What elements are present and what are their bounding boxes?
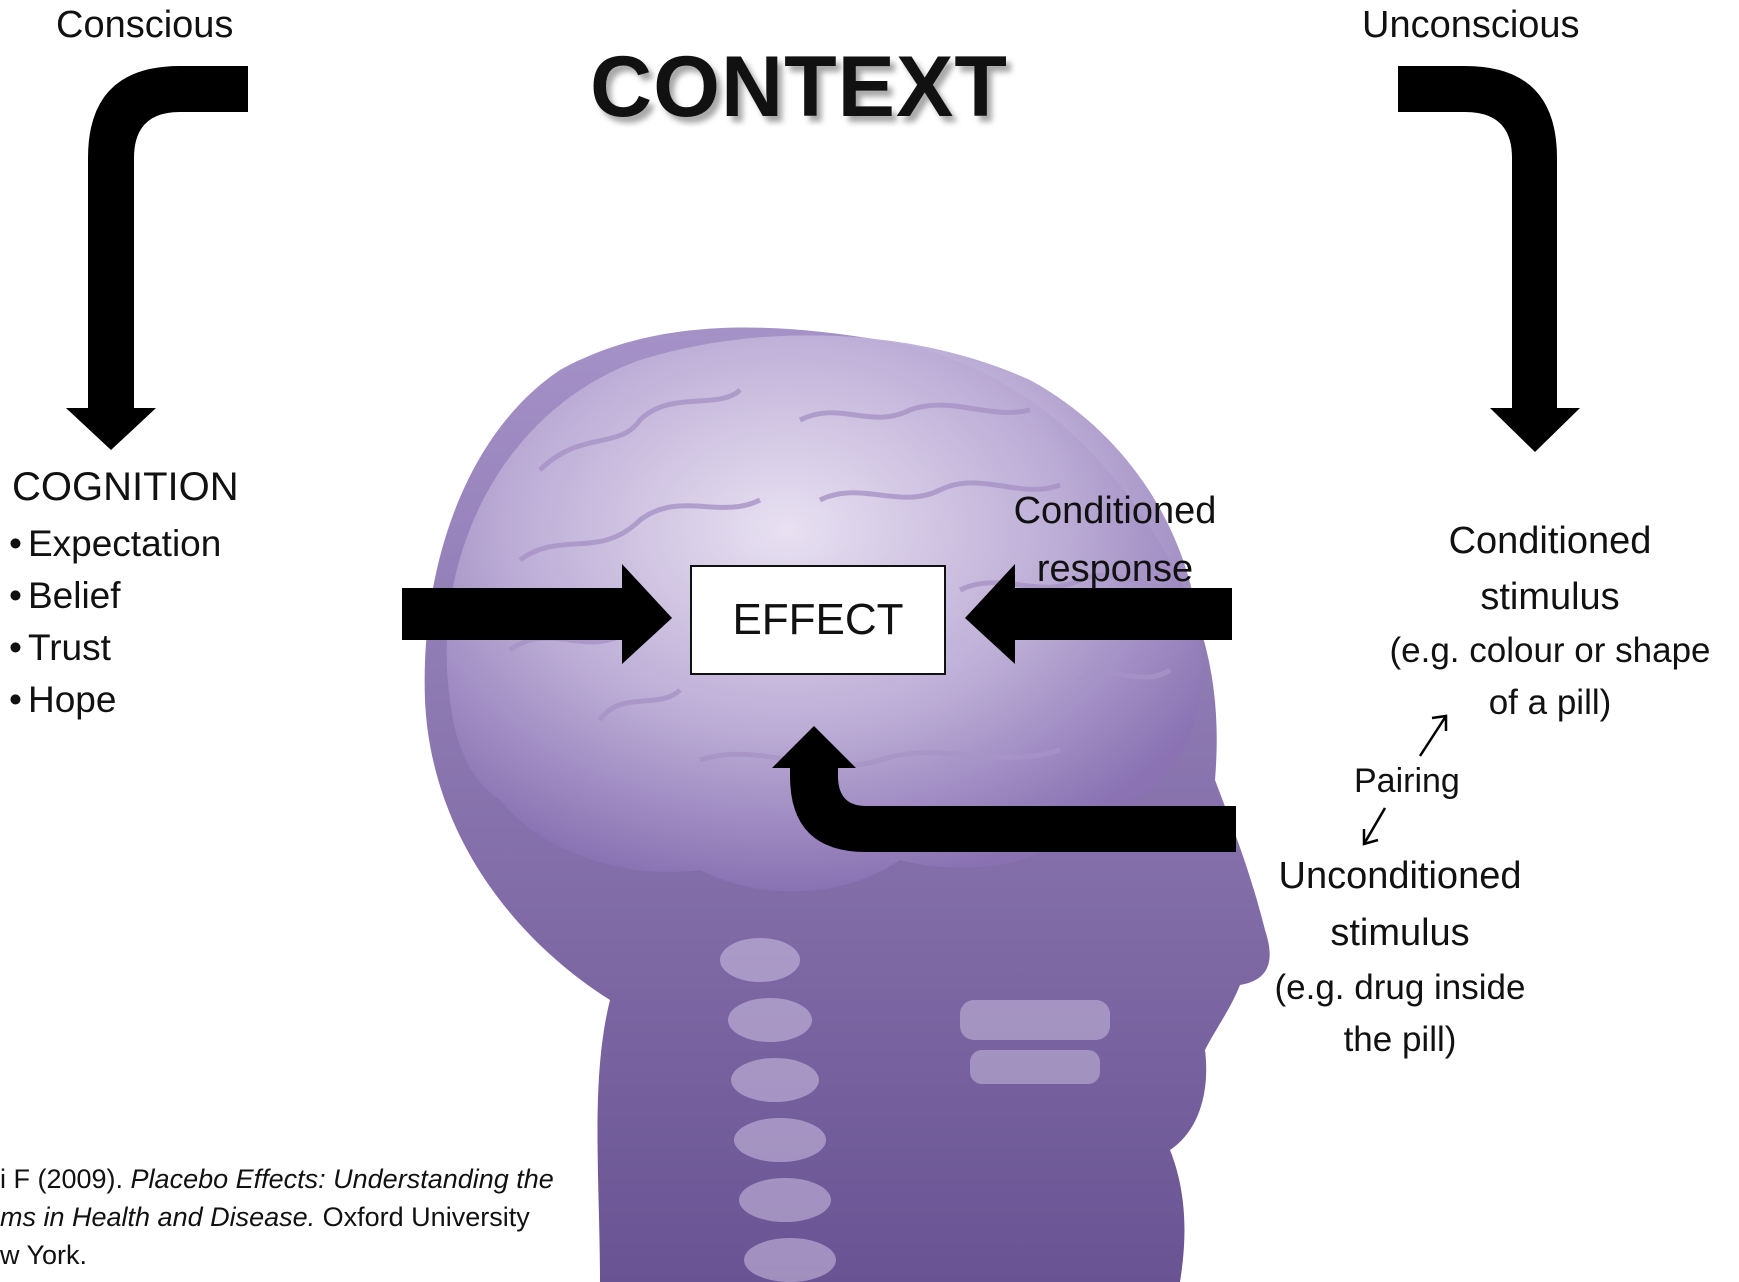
diagram-title: CONTEXT	[590, 39, 1008, 135]
list-item: Expectation	[9, 518, 239, 570]
conditioned-response-label: Conditioned response	[1013, 490, 1217, 590]
list-item: Hope	[9, 674, 239, 726]
conscious-down-arrow	[66, 66, 248, 450]
effect-label: EFFECT	[732, 595, 904, 644]
list-item: Trust	[9, 622, 239, 674]
reference-citation: i F (2009). Placebo Effects: Understandi…	[0, 1164, 554, 1270]
cognition-heading: COGNITION	[12, 465, 239, 509]
cognition-block: COGNITION Expectation Belief Trust Hope	[12, 465, 239, 726]
cognition-to-effect-arrow	[402, 564, 672, 664]
conditioned-stimulus-label: Conditioned stimulus (e.g. colour or sha…	[1389, 520, 1711, 722]
unconditioned-up-arrow	[772, 726, 1236, 852]
unconscious-label: Unconscious	[1362, 4, 1580, 46]
unconditioned-stimulus-label: Unconditioned stimulus (e.g. drug inside…	[1274, 855, 1526, 1059]
effect-box: EFFECT	[690, 565, 946, 675]
cognition-list: Expectation Belief Trust Hope	[9, 518, 239, 726]
list-item: Belief	[9, 570, 239, 622]
unconscious-down-arrow	[1398, 66, 1580, 452]
conscious-label: Conscious	[56, 4, 234, 46]
pairing-label: Pairing	[1354, 762, 1460, 800]
pairing-arrows	[1362, 714, 1448, 846]
conditioned-response-arrow	[965, 564, 1232, 664]
